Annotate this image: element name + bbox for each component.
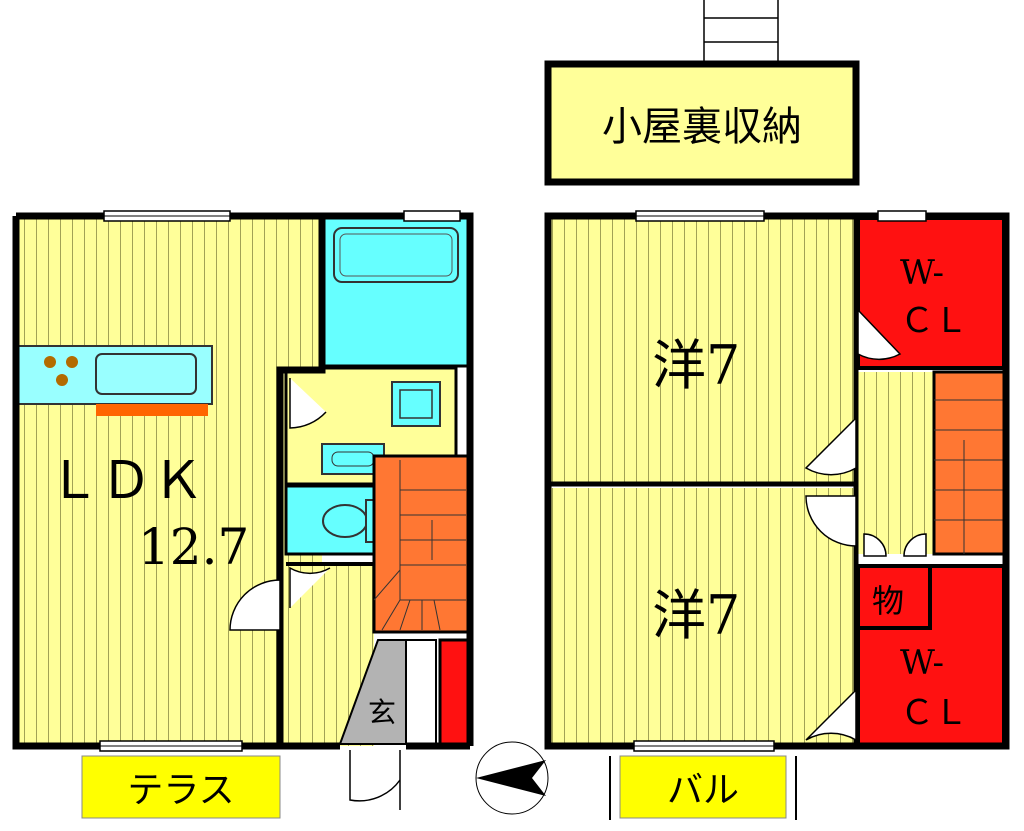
attic-ladder bbox=[703, 0, 779, 66]
door-swing bbox=[229, 579, 281, 631]
storage-label: 物 bbox=[872, 582, 904, 620]
western-room-1-floor bbox=[550, 218, 854, 482]
window bbox=[877, 210, 927, 222]
door-swing bbox=[805, 495, 857, 547]
vanity-bowl bbox=[331, 451, 375, 467]
door-swing bbox=[863, 533, 887, 557]
window bbox=[403, 210, 461, 222]
door-swing bbox=[804, 416, 857, 476]
inner-walls bbox=[286, 562, 374, 566]
bathtub-inner bbox=[339, 233, 453, 277]
closet-bottom-label-2: ＣＬ bbox=[900, 693, 968, 733]
closet-bottom-label-1: W- bbox=[900, 643, 944, 683]
western-room-2-label: 洋7 bbox=[652, 584, 740, 647]
stove-burner bbox=[66, 356, 78, 368]
door-swings bbox=[229, 378, 401, 810]
entrance-closet bbox=[438, 638, 472, 746]
door-swing bbox=[289, 566, 331, 608]
balcony-box bbox=[619, 755, 787, 819]
stove-burner bbox=[44, 356, 56, 368]
counter-edge bbox=[96, 404, 208, 416]
ldk-name-label: ＬＤＫ bbox=[48, 451, 204, 511]
balcony bbox=[609, 755, 797, 820]
stair-treads-upper bbox=[934, 399, 1004, 554]
stairs-first-floor bbox=[372, 454, 470, 634]
ldk-size-label: 12.7 bbox=[138, 518, 249, 576]
door-swing bbox=[349, 750, 401, 802]
entrance-label: 玄 bbox=[368, 696, 396, 729]
kitchen-sink bbox=[95, 353, 197, 395]
stairs-second-floor bbox=[932, 370, 1006, 556]
terrace-label: テラス bbox=[127, 770, 234, 811]
door-swings-upper bbox=[804, 308, 927, 742]
balcony-label: バル bbox=[667, 770, 739, 811]
attic-storage-label: 小屋裏収納 bbox=[602, 104, 802, 150]
door-swing bbox=[805, 688, 857, 742]
western-room-2-floor bbox=[550, 488, 854, 744]
door-swing bbox=[289, 378, 327, 429]
second-floor-inner-walls bbox=[548, 216, 859, 746]
terrace-box bbox=[81, 755, 281, 819]
door-swing bbox=[857, 308, 902, 361]
toilet-bowl bbox=[322, 504, 368, 538]
attic-storage bbox=[544, 60, 860, 186]
second-floor bbox=[544, 210, 1010, 752]
western-room-1-label: 洋7 bbox=[652, 334, 740, 397]
washing-machine-drum bbox=[399, 389, 433, 419]
stove-burner bbox=[56, 374, 68, 386]
ldk-floor bbox=[16, 216, 322, 746]
shoe-cabinet bbox=[405, 639, 437, 745]
first-floor bbox=[12, 210, 474, 810]
second-floor-walls bbox=[544, 212, 1010, 750]
closet-top-label-1: W- bbox=[900, 253, 944, 293]
closet-top-label-2: ＣＬ bbox=[900, 301, 968, 341]
north-arrow-icon bbox=[475, 741, 549, 815]
door-swing bbox=[903, 533, 927, 557]
upper-hall-floor bbox=[858, 372, 934, 554]
stair-treads bbox=[373, 460, 466, 631]
